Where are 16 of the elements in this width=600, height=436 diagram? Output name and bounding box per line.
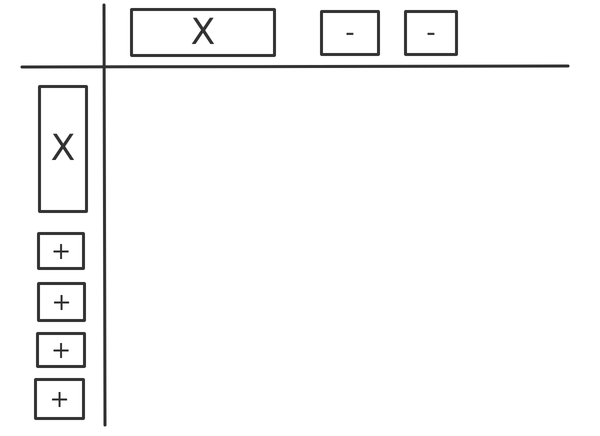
sketch-box — [404, 10, 458, 56]
sketch-box — [130, 8, 276, 57]
box-label: + — [51, 290, 72, 314]
sketch-box — [34, 378, 85, 420]
box-label: X — [50, 131, 76, 167]
sketch-box — [320, 10, 380, 56]
sketch-box — [36, 332, 86, 368]
box-label: + — [49, 387, 70, 411]
box-label: - — [345, 20, 355, 46]
sketch-box — [37, 232, 85, 270]
box-label: X — [190, 14, 216, 50]
box-label: + — [50, 338, 72, 362]
sketch-box — [38, 85, 88, 213]
box-label: + — [50, 239, 72, 263]
box-label: - — [426, 20, 436, 46]
sketch-box — [37, 282, 86, 322]
